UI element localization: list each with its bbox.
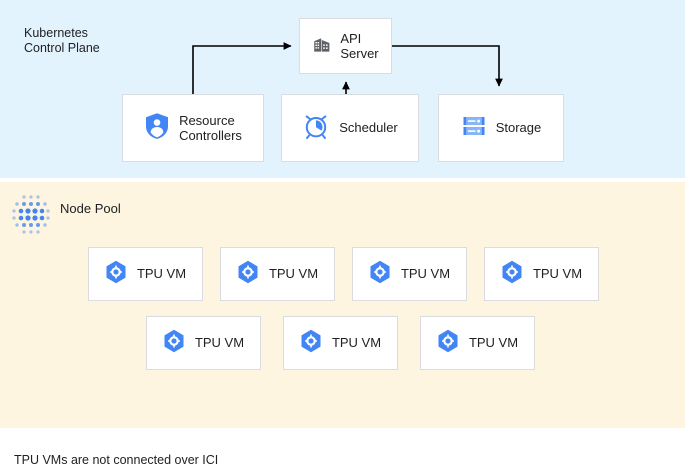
node-tpu-vm[interactable]: TPU VM xyxy=(484,247,599,301)
office-building-icon xyxy=(312,34,332,59)
node-scheduler[interactable]: Scheduler xyxy=(281,94,419,162)
node-pool-label: Node Pool xyxy=(60,201,121,216)
tpu-vm-label: TPU VM xyxy=(268,266,319,282)
node-resource-controllers[interactable]: Resource Controllers xyxy=(122,94,264,162)
shield-user-icon xyxy=(144,112,170,145)
node-tpu-vm[interactable]: TPU VM xyxy=(420,316,535,370)
node-tpu-vm[interactable]: TPU VM xyxy=(283,316,398,370)
node-tpu-vm[interactable]: TPU VM xyxy=(220,247,335,301)
node-tpu-vm[interactable]: TPU VM xyxy=(352,247,467,301)
resource-controllers-label: Resource Controllers xyxy=(179,112,242,144)
tpu-vm-label: TPU VM xyxy=(468,335,519,351)
hex-gear-icon xyxy=(237,260,259,289)
tpu-vm-label: TPU VM xyxy=(194,335,245,351)
hex-gear-icon xyxy=(437,329,459,358)
server-rack-icon xyxy=(461,113,487,144)
node-storage[interactable]: Storage xyxy=(438,94,564,162)
hex-gear-icon xyxy=(300,329,322,358)
alarm-clock-icon xyxy=(302,112,330,145)
hex-gear-icon xyxy=(501,260,523,289)
node-api-server[interactable]: API Server xyxy=(299,18,392,74)
dot-grid-icon xyxy=(10,193,52,235)
tpu-vm-label: TPU VM xyxy=(532,266,583,282)
tpu-vm-label: TPU VM xyxy=(331,335,382,351)
control-plane-label: Kubernetes Control Plane xyxy=(24,26,100,55)
storage-label: Storage xyxy=(495,120,542,136)
tpu-vm-label: TPU VM xyxy=(400,266,451,282)
node-tpu-vm[interactable]: TPU VM xyxy=(146,316,261,370)
node-pool-region xyxy=(0,182,685,428)
scheduler-label: Scheduler xyxy=(339,120,398,136)
hex-gear-icon xyxy=(369,260,391,289)
tpu-vm-label: TPU VM xyxy=(136,266,187,282)
node-tpu-vm[interactable]: TPU VM xyxy=(88,247,203,301)
hex-gear-icon xyxy=(163,329,185,358)
hex-gear-icon xyxy=(105,260,127,289)
diagram-caption: TPU VMs are not connected over ICI xyxy=(14,453,219,467)
api-server-label: API Server xyxy=(340,30,379,62)
